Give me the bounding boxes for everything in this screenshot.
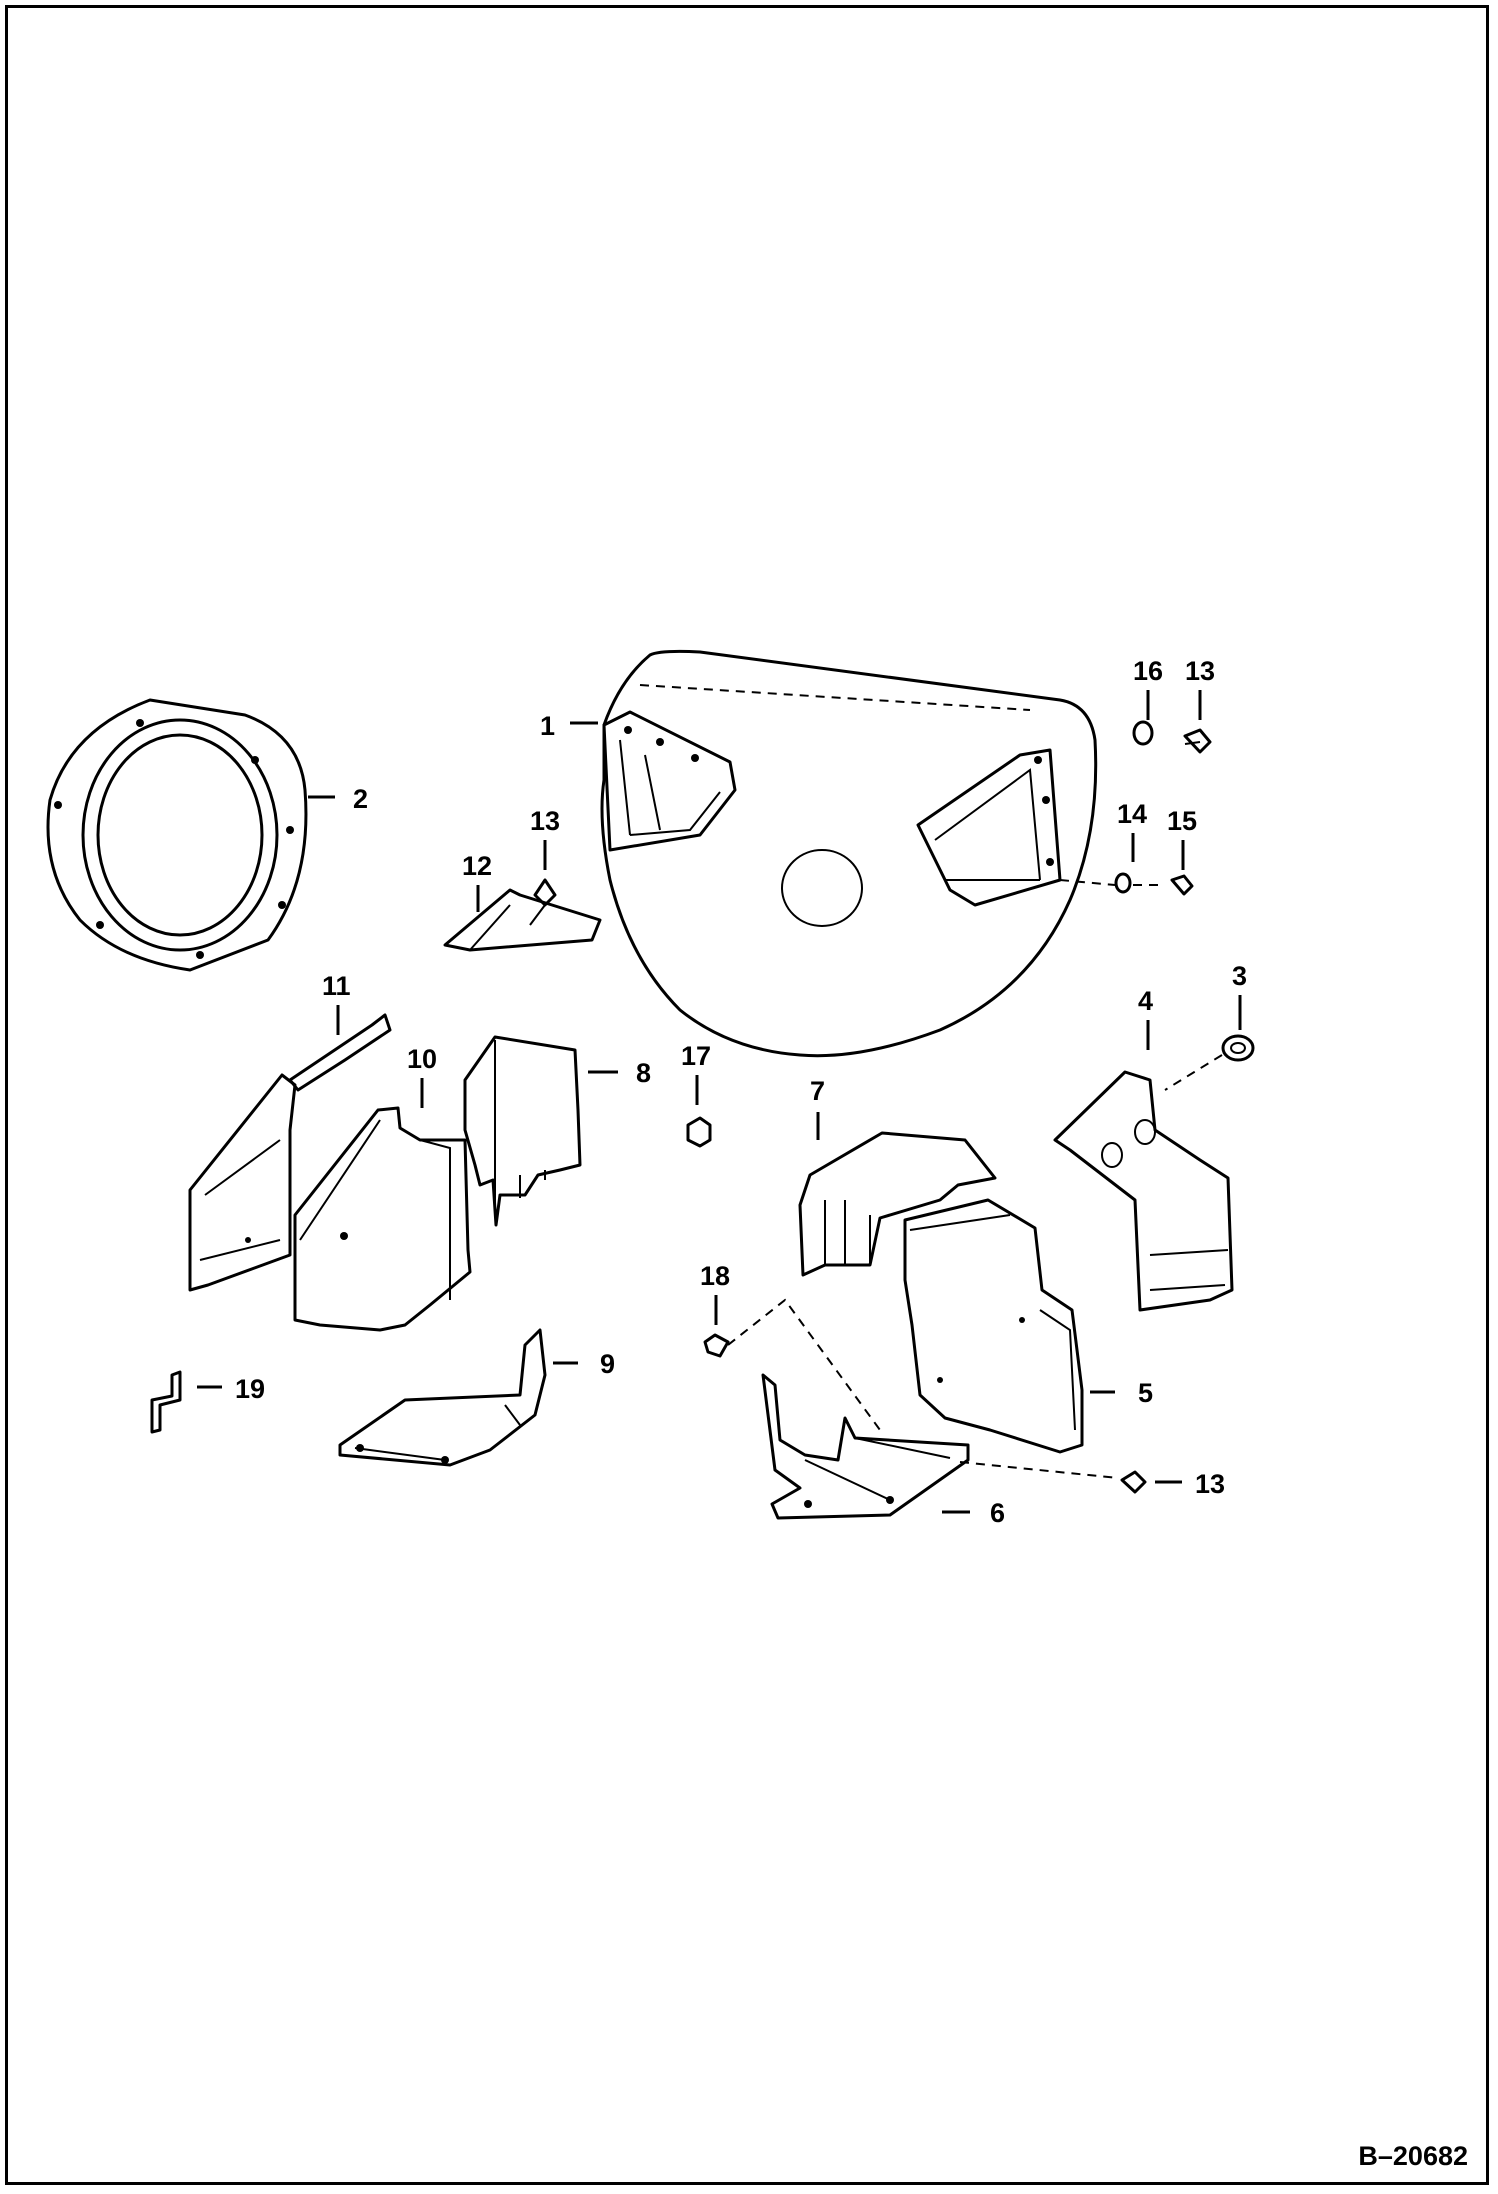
callout-13-bottom: 13 [1195,1469,1225,1499]
part-12-bracket [443,888,602,952]
part-4-bracket [1053,1070,1234,1312]
callout-6: 6 [990,1498,1005,1528]
part-9-bracket [338,1328,547,1467]
part-13-bolt-top [1183,728,1212,754]
part-18-bolt [703,1333,730,1358]
callout-10: 10 [407,1044,437,1074]
part-11-panel [188,1013,392,1292]
part-2-ring [46,698,308,972]
callout-15: 15 [1167,806,1197,836]
callout-11: 11 [322,971,351,1001]
leader-lines [197,690,1242,1514]
part-3-seal [1221,1034,1255,1062]
callout-14: 14 [1117,799,1147,829]
part-10-cover [293,1106,472,1332]
callout-2: 2 [353,784,368,814]
drawing-reference-number: B–20682 [1358,2141,1468,2171]
part-14-alignment-line [1059,879,1165,886]
callout-19: 19 [235,1374,265,1404]
part-8-panel [463,1035,582,1227]
part-16-washer [1132,720,1154,746]
callout-4: 4 [1138,986,1153,1016]
callout-9: 9 [600,1349,615,1379]
part-17-nut [686,1116,712,1148]
callout-13-top: 13 [1185,656,1215,686]
part-15-bolt [1170,874,1194,896]
part-3-alignment-line [1164,1054,1223,1091]
diagram-frame [5,5,1489,2185]
part-5-cover [903,1198,1084,1454]
callout-17: 17 [681,1041,711,1071]
part-1-shroud [600,649,1098,1058]
callout-13-mid: 13 [530,806,560,836]
callout-12: 12 [462,851,492,881]
callout-18: 18 [700,1261,730,1291]
part-7-panel [798,1131,997,1277]
part-6-tray [761,1373,970,1520]
part-13-bolt-mid [529,878,557,926]
part-14-washer [1114,872,1132,894]
callout-16: 16 [1133,656,1163,686]
callout-7: 7 [810,1076,825,1106]
callout-1: 1 [540,711,555,741]
part-19-clip [150,1370,182,1434]
callout-8: 8 [636,1058,651,1088]
alignment-lines-lower [727,1298,1119,1479]
callout-5: 5 [1138,1378,1153,1408]
part-13-bolt-bottom [1120,1470,1147,1494]
callout-3: 3 [1232,961,1247,991]
